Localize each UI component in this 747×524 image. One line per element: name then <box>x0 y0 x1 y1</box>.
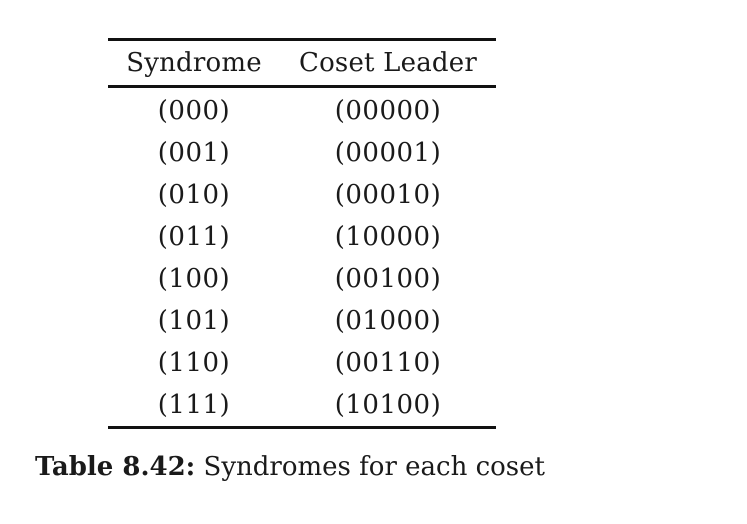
coset-leader-cell: (00100) <box>334 264 442 294</box>
coset-leader-cell: (00001) <box>334 138 442 168</box>
syndrome-cell: (101) <box>157 306 231 336</box>
table-bottom-rule <box>108 426 496 429</box>
syndrome-table: Syndrome Coset Leader <box>108 41 496 85</box>
syndrome-cell: (001) <box>157 138 231 168</box>
syndrome-cell: (110) <box>157 348 231 378</box>
table-header-row: Syndrome Coset Leader <box>108 41 496 85</box>
coset-leader-cell: (10000) <box>334 222 442 252</box>
syndrome-table-container: Syndrome Coset Leader (000) (00000) (001… <box>108 38 496 429</box>
coset-leader-cell: (00110) <box>334 348 442 378</box>
table-row: (110) (00110) <box>108 342 496 384</box>
table-row: (000) (00000) <box>108 88 496 132</box>
syndrome-cell: (010) <box>157 180 231 210</box>
syndrome-cell: (100) <box>157 264 231 294</box>
table-row: (100) (00100) <box>108 258 496 300</box>
coset-leader-cell: (01000) <box>334 306 442 336</box>
coset-leader-cell: (10100) <box>334 390 442 420</box>
table-header-rule <box>108 85 496 88</box>
caption-text: Syndromes for each coset <box>203 452 545 482</box>
coset-leader-cell: (00000) <box>334 96 442 126</box>
coset-leader-cell: (00010) <box>334 180 442 210</box>
syndrome-cell: (011) <box>157 222 231 252</box>
table-caption: Table 8.42: Syndromes for each coset <box>35 452 545 482</box>
header-coset-leader: Coset Leader <box>298 48 477 78</box>
table-top-rule <box>108 38 496 41</box>
table-row: (010) (00010) <box>108 174 496 216</box>
header-syndrome: Syndrome <box>126 48 262 78</box>
caption-label: Table 8.42: <box>35 452 196 482</box>
syndrome-table-body: (000) (00000) (001) (00001) (010) (00010… <box>108 88 496 426</box>
syndrome-cell: (111) <box>157 390 231 420</box>
table-row: (111) (10100) <box>108 384 496 426</box>
table-row: (101) (01000) <box>108 300 496 342</box>
table-row: (011) (10000) <box>108 216 496 258</box>
syndrome-cell: (000) <box>157 96 231 126</box>
table-row: (001) (00001) <box>108 132 496 174</box>
